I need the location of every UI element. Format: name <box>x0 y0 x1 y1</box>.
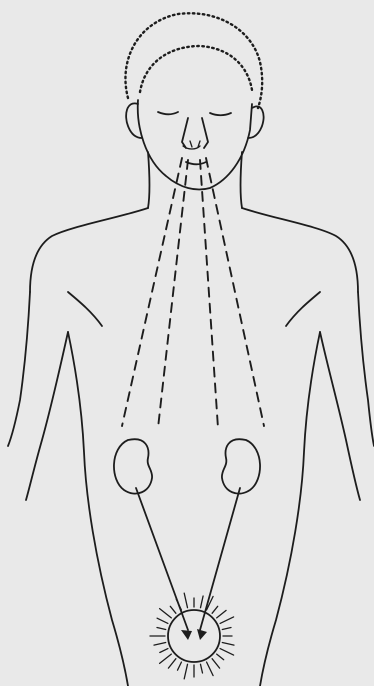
right-kidney <box>222 439 260 493</box>
lower-center <box>150 593 234 679</box>
center-ray <box>220 617 234 624</box>
nose-left <box>182 118 188 148</box>
right-chest-line <box>286 292 320 326</box>
solid-energy-lines <box>136 488 240 630</box>
right-arrowhead <box>197 629 207 640</box>
left-torso-side <box>68 332 128 686</box>
hair-inner-line <box>140 46 252 92</box>
center-ray <box>157 628 166 630</box>
dashed-energy-lines <box>122 158 264 428</box>
center-ray <box>184 664 187 679</box>
center-ray <box>222 643 234 646</box>
right-torso-side <box>260 332 320 686</box>
neck-right <box>241 152 243 208</box>
center-ray <box>170 606 176 613</box>
right-shoulder <box>242 208 358 292</box>
left-kidney <box>114 439 152 493</box>
center-ray <box>176 599 181 610</box>
center-ray <box>212 659 220 668</box>
dashed-line-left-inner <box>158 160 188 428</box>
center-ray <box>160 654 172 663</box>
center-circle <box>168 610 220 662</box>
center-ray <box>154 643 166 646</box>
center-ray <box>201 596 204 608</box>
center-ray <box>178 662 182 670</box>
torso-outline <box>8 152 374 686</box>
dashed-line-right-inner <box>200 160 218 428</box>
left-eye <box>158 112 178 114</box>
left-shoulder <box>30 208 148 292</box>
center-ray <box>220 649 234 656</box>
right-eye <box>210 113 231 115</box>
face-outline <box>138 100 252 190</box>
right-arm-outer <box>358 292 374 446</box>
head <box>125 13 263 189</box>
center-rays <box>150 593 234 679</box>
hair-outline <box>125 13 262 108</box>
left-arrowhead <box>181 630 192 640</box>
right-arm-inner <box>320 332 360 500</box>
nose-right <box>202 118 208 148</box>
left-arm-inner <box>26 332 68 500</box>
center-ray <box>160 649 168 653</box>
center-ray <box>217 654 224 660</box>
neck-left <box>148 152 150 208</box>
center-ray <box>217 610 226 618</box>
kidneys <box>114 439 260 493</box>
center-ray <box>201 664 203 673</box>
center-ray <box>168 659 176 668</box>
left-arm-outer <box>8 292 30 446</box>
center-ray <box>207 662 214 676</box>
nostrils <box>183 141 200 149</box>
center-ray <box>160 609 172 618</box>
center-ray <box>157 618 168 623</box>
center-ray <box>212 606 218 613</box>
center-ray <box>222 628 231 630</box>
mouth <box>186 162 206 164</box>
left-chest-line <box>68 292 102 326</box>
right-kidney-to-center-line <box>200 488 240 630</box>
left-ear <box>126 103 142 138</box>
center-ray <box>184 593 187 608</box>
